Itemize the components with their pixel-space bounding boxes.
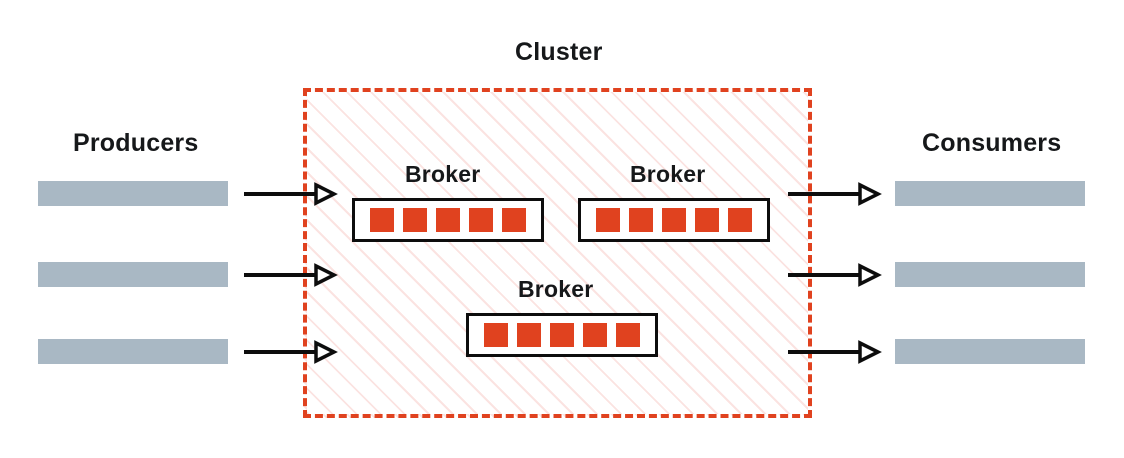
producers-title: Producers — [73, 129, 199, 157]
broker-1-label: Broker — [405, 161, 481, 187]
broker-2-label: Broker — [630, 161, 706, 187]
cluster-title: Cluster — [515, 38, 603, 66]
broker-1-box[interactable] — [352, 198, 544, 242]
producer-2-arrow — [244, 263, 338, 287]
broker-3-partition-3 — [550, 323, 574, 347]
broker-3-partition-1 — [484, 323, 508, 347]
broker-2-partition-5 — [728, 208, 752, 232]
broker-3-partition-5 — [616, 323, 640, 347]
broker-2-partition-4 — [695, 208, 719, 232]
consumer-2-arrow — [788, 263, 882, 287]
broker-1-partition-1 — [370, 208, 394, 232]
broker-3-partition-4 — [583, 323, 607, 347]
producer-3-arrow — [244, 340, 338, 364]
broker-2-partition-1 — [596, 208, 620, 232]
broker-1-partition-5 — [502, 208, 526, 232]
broker-1-partition-4 — [469, 208, 493, 232]
consumer-1-arrow — [788, 182, 882, 206]
consumers-title: Consumers — [922, 129, 1062, 157]
broker-2-partition-2 — [629, 208, 653, 232]
consumer-bar-3[interactable] — [895, 339, 1085, 364]
producer-bar-1[interactable] — [38, 181, 228, 206]
broker-3-partition-2 — [517, 323, 541, 347]
producer-bar-2[interactable] — [38, 262, 228, 287]
broker-3-box[interactable] — [466, 313, 658, 357]
broker-2-box[interactable] — [578, 198, 770, 242]
producer-1-arrow — [244, 182, 338, 206]
consumer-bar-1[interactable] — [895, 181, 1085, 206]
broker-1-partition-2 — [403, 208, 427, 232]
consumer-3-arrow — [788, 340, 882, 364]
producer-bar-3[interactable] — [38, 339, 228, 364]
cluster-boundary — [303, 88, 812, 418]
broker-3-label: Broker — [518, 276, 594, 302]
consumer-bar-2[interactable] — [895, 262, 1085, 287]
broker-2-partition-3 — [662, 208, 686, 232]
broker-1-partition-3 — [436, 208, 460, 232]
